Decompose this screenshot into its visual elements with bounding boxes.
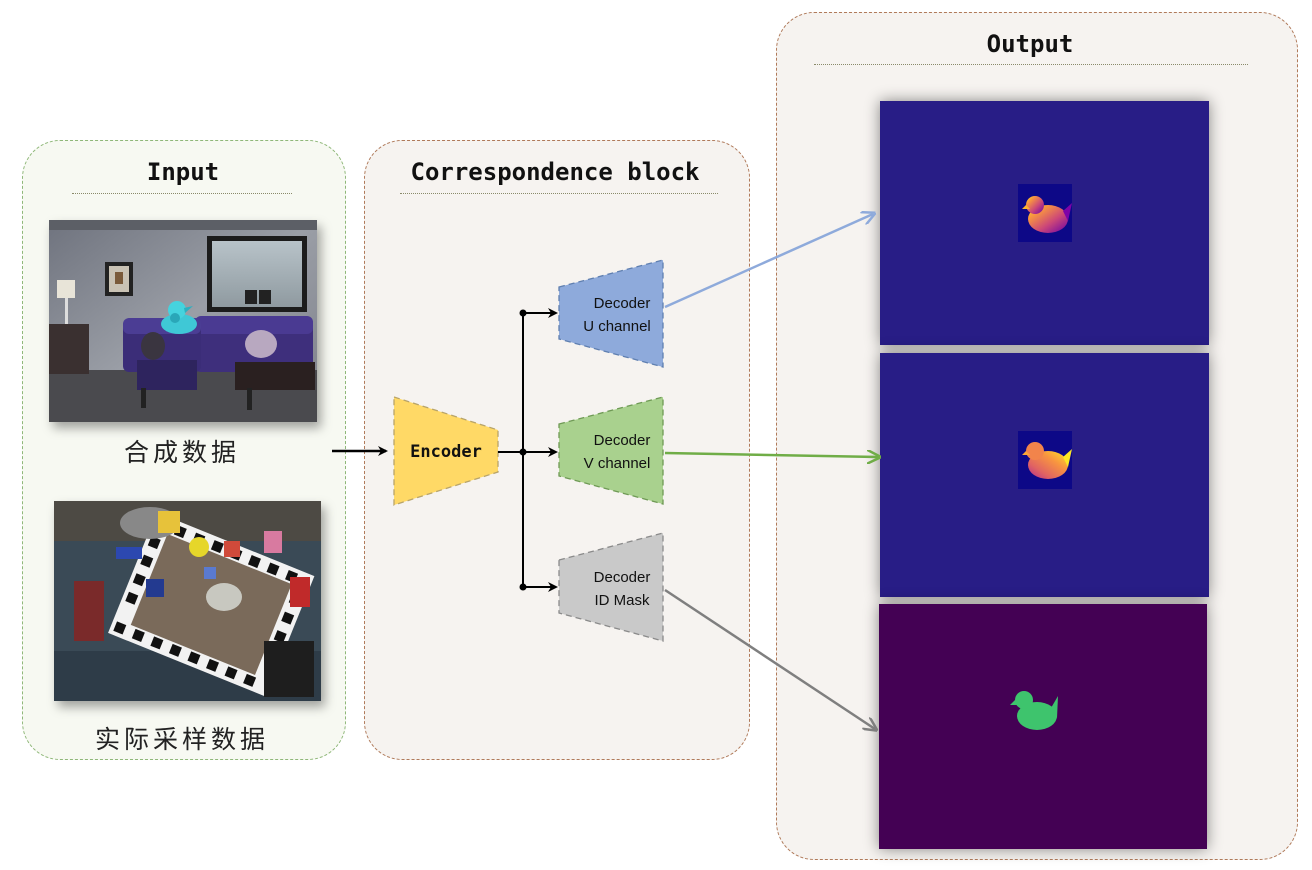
duck-mask-icon — [1010, 691, 1058, 730]
encoder-label: Encoder — [410, 442, 482, 462]
output-id-mask — [879, 604, 1207, 849]
duck-u-icon — [1022, 196, 1072, 233]
id-output-arrow — [664, 588, 875, 729]
input-title-underline — [72, 193, 292, 194]
decoder-u-label-2: U channel — [583, 318, 651, 335]
correspondence-title: Correspondence block — [410, 158, 700, 186]
output-title: Output — [986, 30, 1074, 58]
decoder-v-label-1: Decoder — [594, 432, 651, 449]
real-data-image — [54, 501, 321, 701]
correspondence-title-underline — [400, 193, 718, 194]
v-output-arrow — [664, 453, 878, 457]
decoder-v-label-2: V channel — [584, 455, 651, 472]
output-title-underline — [814, 64, 1248, 65]
duck-v-icon — [1022, 442, 1072, 479]
real-data-caption: 实际采样数据 — [94, 725, 269, 754]
input-title: Input — [146, 158, 220, 186]
decoder-v-block — [558, 396, 664, 505]
synthetic-data-image — [49, 220, 317, 422]
u-output-arrow — [664, 214, 873, 309]
decoder-id-block — [558, 532, 664, 642]
decoder-id-label-2: ID Mask — [594, 592, 650, 609]
output-u-map — [880, 101, 1209, 345]
decoder-u-block — [558, 259, 664, 368]
synthetic-data-caption: 合成数据 — [123, 438, 240, 467]
output-v-map — [880, 353, 1209, 597]
encoder-block — [393, 396, 499, 506]
decoder-u-label-1: Decoder — [594, 295, 651, 312]
decoder-id-label-1: Decoder — [594, 569, 651, 586]
